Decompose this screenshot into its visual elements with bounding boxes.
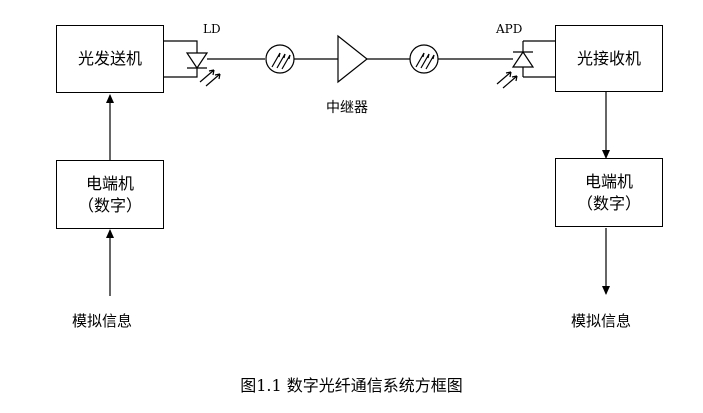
output-analog-info-label: 模拟信息 [571, 312, 632, 330]
terminal-right-line2: （数字） [576, 193, 641, 213]
optical-transmitter-box: 光发送机 [56, 25, 164, 93]
repeater-label: 中继器 [326, 100, 368, 116]
electrical-terminal-right-box: 电端机 （数字） [555, 158, 663, 227]
transmitter-label: 光发送机 [77, 49, 142, 68]
apd-photodiode-icon [438, 40, 556, 89]
terminal-right-line1: 电端机 [584, 171, 633, 191]
optical-receiver-box: 光接收机 [555, 25, 663, 92]
terminal-left-line1: 电端机 [85, 173, 134, 193]
electrical-terminal-left-box: 电端机 （数字） [56, 160, 164, 229]
input-analog-info-label: 模拟信息 [72, 312, 133, 330]
receiver-label: 光接收机 [576, 48, 641, 68]
apd-label: APD [496, 22, 523, 36]
figure-caption: 图1.1 数字光纤通信系统方框图 [240, 376, 463, 395]
ld-diode-icon [163, 40, 265, 87]
repeater-amplifier-icon [337, 34, 368, 84]
optical-fiber-icon [409, 44, 439, 74]
ld-label: LD [203, 22, 221, 36]
optical-fiber-icon [265, 44, 295, 74]
terminal-left-line2: （数字） [77, 195, 142, 215]
